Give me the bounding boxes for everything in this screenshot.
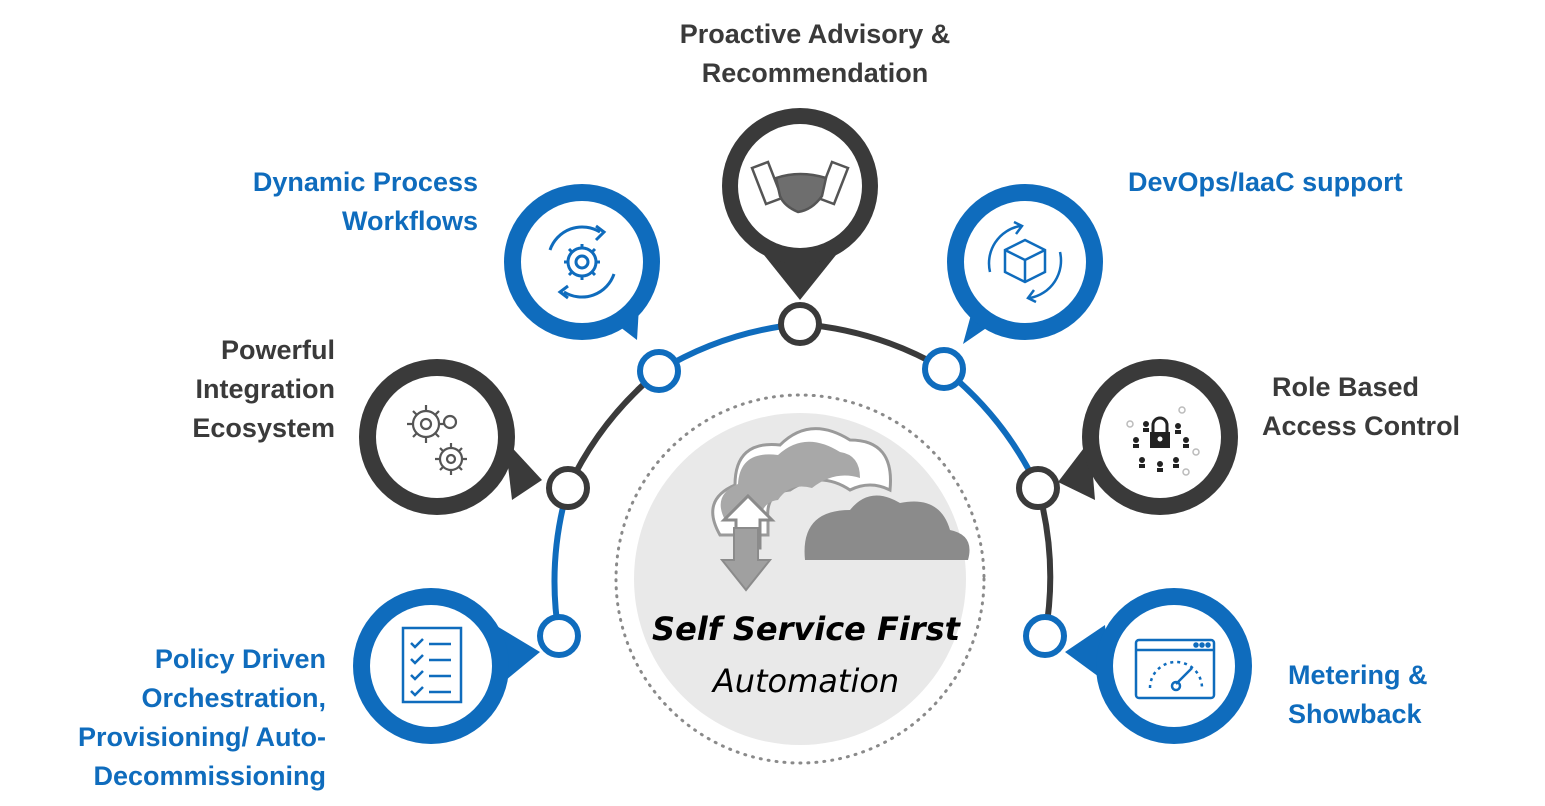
pin-rbac xyxy=(1058,359,1238,515)
node-dynamic xyxy=(637,349,681,393)
speedometer-icon xyxy=(1134,638,1216,700)
pin-proactive xyxy=(722,108,878,300)
node-metering xyxy=(1023,614,1067,658)
package-cycle-icon xyxy=(987,220,1063,304)
lock-users-icon xyxy=(1126,406,1200,476)
gears-icon xyxy=(407,405,467,475)
pin-metering xyxy=(1065,588,1252,744)
cloud-upload-download-icon xyxy=(711,427,970,592)
node-devops xyxy=(922,347,966,391)
node-policy xyxy=(537,614,581,658)
label-proactive: Proactive Advisory &Recommendation xyxy=(679,19,951,88)
node-proactive xyxy=(778,302,822,346)
pin-policy xyxy=(353,588,540,744)
gear-cycle-icon xyxy=(548,224,616,300)
label-metering: Metering &Showback xyxy=(1288,660,1428,729)
arc-segment-left-lower xyxy=(551,487,571,637)
label-devops: DevOps/IaaC support xyxy=(1128,167,1403,197)
arc-segment-right-lower xyxy=(1035,487,1054,637)
node-integration xyxy=(546,466,590,510)
arc-segment-left-upper xyxy=(657,321,801,374)
center-subtitle: Automation xyxy=(711,662,899,700)
node-rbac xyxy=(1016,466,1060,510)
pin-integration xyxy=(359,359,542,515)
arc-segment-right-upper xyxy=(799,321,946,372)
center-title: Self Service First xyxy=(652,610,962,648)
center-dotted-ring xyxy=(614,393,986,765)
arc-nodes xyxy=(537,302,1067,658)
checklist-icon xyxy=(401,626,463,704)
pin-devops xyxy=(947,184,1103,344)
handshake-icon xyxy=(750,160,850,214)
arc-segment-left-middle xyxy=(565,368,661,490)
pin-dynamic xyxy=(504,184,660,340)
arc-segment-right-middle xyxy=(942,366,1041,490)
